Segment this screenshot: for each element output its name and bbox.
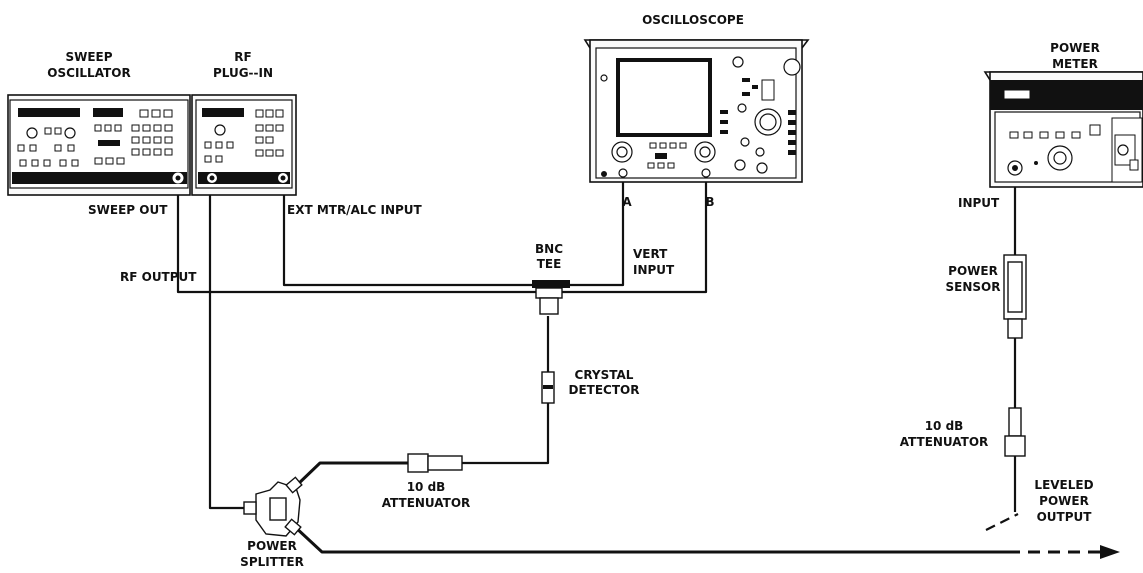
label-rf-plugin-1: RF xyxy=(234,50,251,64)
label-vert-input-1: VERT xyxy=(633,247,668,261)
label-leveled-2: POWER xyxy=(1039,494,1089,508)
crystal-detector xyxy=(541,371,555,404)
label-crystal-detector-1: CRYSTAL xyxy=(575,368,634,382)
label-channel-a: A xyxy=(622,195,632,209)
label-attenuator-left-1: 10 dB xyxy=(407,480,446,494)
power-meter xyxy=(983,71,1143,188)
label-bnc-tee-2: TEE xyxy=(537,257,562,271)
label-ext-mtr-alc-input: EXT MTR/ALC INPUT xyxy=(287,203,423,217)
label-sweep-oscillator-1: SWEEP xyxy=(65,50,112,64)
label-oscilloscope: OSCILLOSCOPE xyxy=(642,13,744,27)
sweep-oscillator xyxy=(7,94,191,196)
power-sensor xyxy=(1003,254,1027,339)
label-bnc-tee-1: BNC xyxy=(535,242,563,256)
output-arrowhead xyxy=(1100,545,1120,559)
label-power-splitter-1: POWER xyxy=(247,539,297,553)
label-channel-b: B xyxy=(705,195,714,209)
label-power-meter-2: METER xyxy=(1052,57,1098,71)
label-crystal-detector-2: DETECTOR xyxy=(569,383,640,397)
label-attenuator-right-2: ATTENUATOR xyxy=(900,435,989,449)
attenuator-right xyxy=(1004,407,1026,457)
attenuator-left xyxy=(407,453,463,473)
ext-mtr-alc-cable xyxy=(282,178,625,287)
label-rf-output: RF OUTPUT xyxy=(120,270,197,284)
label-sweep-oscillator-2: OSCILLATOR xyxy=(47,66,130,80)
label-vert-input-2: INPUT xyxy=(633,263,675,277)
label-rf-plugin-2: PLUG--IN xyxy=(213,66,273,80)
leveled-output-slant xyxy=(985,513,1019,531)
detector-cable-lower xyxy=(462,403,550,465)
label-power-meter-1: POWER xyxy=(1050,41,1100,55)
sweep-out-cable xyxy=(176,178,708,294)
leveled-output-cable xyxy=(292,524,1008,554)
attenuator-cable-left xyxy=(294,461,408,488)
label-attenuator-right-1: 10 dB xyxy=(925,419,964,433)
oscilloscope xyxy=(583,39,810,183)
power-splitter xyxy=(243,476,303,537)
bnc-tee xyxy=(532,280,570,315)
label-power-splitter-2: SPLITTER xyxy=(240,555,304,569)
label-leveled-3: OUTPUT xyxy=(1037,510,1093,524)
oscilloscope-screen xyxy=(616,58,712,137)
label-power-sensor-1: POWER xyxy=(948,264,998,278)
label-input: INPUT xyxy=(958,196,1000,210)
label-attenuator-left-2: ATTENUATOR xyxy=(382,496,471,510)
rf-output-cable xyxy=(208,190,248,510)
label-power-sensor-2: SENSOR xyxy=(946,280,1001,294)
rf-plugin xyxy=(191,94,297,196)
label-sweep-out: SWEEP OUT xyxy=(88,203,168,217)
label-leveled-1: LEVELED xyxy=(1034,478,1093,492)
